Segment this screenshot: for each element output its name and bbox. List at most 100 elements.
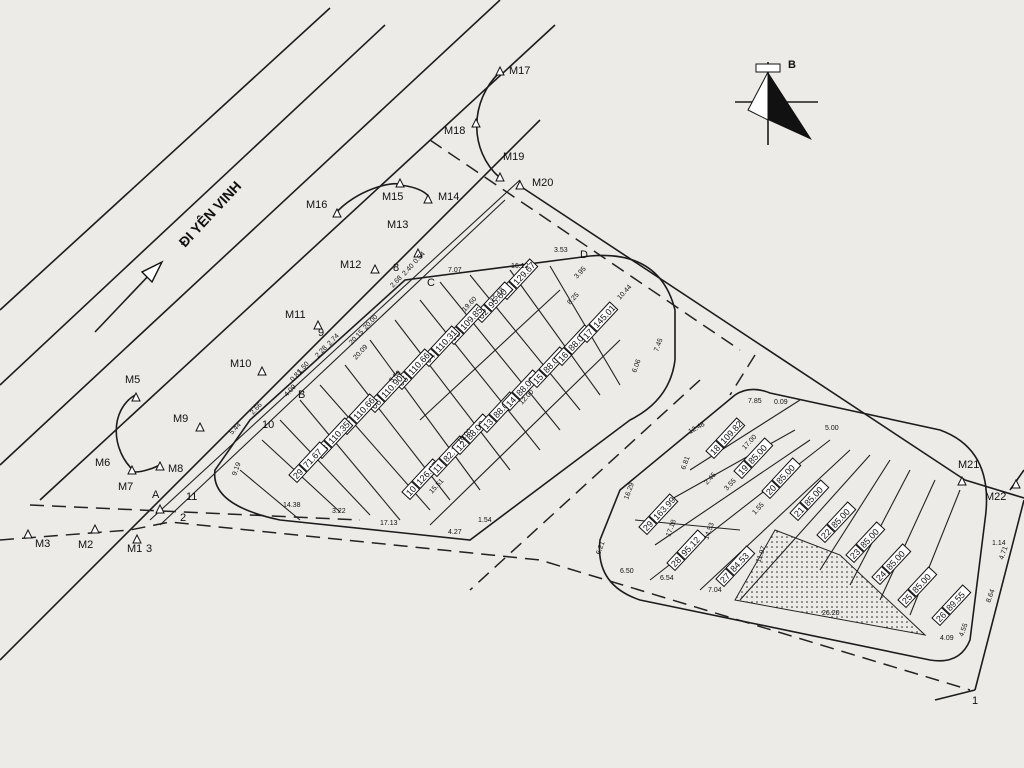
marker-m12-label: M12 [340, 259, 361, 271]
dimension-label: 4.27 [448, 529, 462, 536]
dimension-label: 7.07 [448, 267, 462, 274]
marker-m18-label: M18 [444, 125, 465, 137]
dimension-label: 3.22 [332, 508, 346, 515]
dimension-label: 2.45 [703, 472, 717, 487]
plot-number: 13 [481, 417, 495, 431]
dimension-label: 10.44 [616, 284, 633, 302]
marker-m11-icon [313, 319, 323, 330]
marker-m12-icon [370, 263, 380, 274]
point-9-label: 9 [318, 327, 324, 339]
point-3-label: 3 [146, 543, 152, 555]
marker-m3-icon [23, 528, 33, 539]
plot-number: 10 [404, 484, 418, 498]
marker-m14-icon [423, 193, 433, 204]
dimension-label: 1.55 [751, 502, 765, 517]
dimension-label: 2.40 [401, 263, 415, 278]
plot-number: 20 [764, 483, 778, 497]
dimension-label: 4.09 [940, 635, 954, 642]
marker-m10-icon [257, 365, 267, 376]
marker-m17-label: M17 [509, 65, 530, 77]
marker-m7-icon [155, 503, 165, 514]
marker-m20-icon [515, 179, 525, 190]
point-11-label: 11 [186, 491, 197, 503]
plot-number: 14 [504, 395, 518, 409]
dimension-label: 5.00 [825, 425, 839, 432]
plot-number: 19 [736, 463, 750, 477]
dimension-label: 7.85 [748, 398, 762, 405]
plot-number: 29 [641, 519, 655, 533]
marker-m17-icon [495, 65, 505, 76]
plot-number: 17 [581, 327, 595, 341]
marker-m2-label: M2 [78, 539, 93, 551]
plot-number: 26 [934, 610, 948, 624]
dimension-label: 3.95 [573, 266, 587, 281]
dimension-label: 14.38 [283, 502, 301, 509]
marker-m16-label: M16 [306, 199, 327, 211]
east-boundary [519, 185, 1024, 701]
marker-m7-label: M7 [118, 481, 133, 493]
curve-arcs [115, 71, 501, 473]
dimension-label: 26.20 [822, 610, 840, 617]
dimension-label: 14.53 [703, 522, 716, 541]
dimension-label: 8.64 [985, 588, 996, 603]
marker-m13-icon [413, 247, 423, 258]
marker-m13-label: M13 [387, 219, 408, 231]
dimension-label: 20.15 [348, 329, 365, 347]
dimension-label: 7.04 [708, 587, 722, 594]
marker-m6-icon [127, 464, 137, 475]
marker-m8-label: M8 [168, 463, 183, 475]
dimension-label: 17.13 [380, 520, 398, 527]
marker-m20-label: M20 [532, 177, 553, 189]
point-10-label: 10 [262, 419, 274, 431]
marker-m1-label: M1 [127, 543, 142, 555]
marker-m2-icon [90, 523, 100, 534]
marker-m22-icon [1011, 478, 1021, 489]
plot-number: 21 [792, 505, 806, 519]
dimension-label: 3.53 [554, 247, 568, 254]
marker-m14-label: M14 [438, 191, 459, 203]
dimension-label: 7.45 [653, 337, 664, 352]
dimension-label: 4.55 [958, 622, 969, 637]
plot-number: 18 [708, 443, 722, 457]
plot-number: 27 [718, 571, 732, 585]
marker-m1-icon [132, 533, 142, 544]
marker-m18-icon [471, 117, 481, 128]
dimension-label: 6.81 [680, 455, 691, 470]
survey-markers: M1M2M3M5M6M7M8M9M10M11M12M13M14M15M16M17… [23, 65, 1021, 555]
plot-number: 22 [819, 527, 833, 541]
north-arrow-icon [735, 62, 818, 145]
marker-m19-icon [495, 171, 505, 182]
marker-m21-label: M21 [958, 459, 979, 471]
marker-m8-icon [155, 460, 165, 471]
dimension-label: 6.54 [660, 575, 674, 582]
marker-m19-label: M19 [503, 151, 524, 163]
point-a-label: A [152, 489, 160, 501]
block-east [598, 388, 988, 662]
point-c-label: C [427, 277, 435, 289]
point-2-label: 2 [180, 512, 186, 524]
dimension-label: 20.09 [352, 344, 369, 362]
reserved-area [734, 529, 927, 636]
plot-number: 12 [454, 439, 468, 453]
marker-m3-label: M3 [35, 538, 50, 550]
dimension-label: 6.50 [620, 568, 634, 575]
point-1-label: 1 [972, 695, 978, 707]
road-lines [0, 0, 556, 661]
dashed-boundaries [0, 139, 971, 691]
plot-number: 28 [669, 555, 683, 569]
plot-number: 15 [531, 372, 545, 386]
marker-m5-label: M5 [125, 374, 140, 386]
dimension-labels: 14.383.2217.134.271.5415.5116.005.5020.0… [228, 247, 1009, 642]
point-b-label: B [298, 389, 305, 401]
